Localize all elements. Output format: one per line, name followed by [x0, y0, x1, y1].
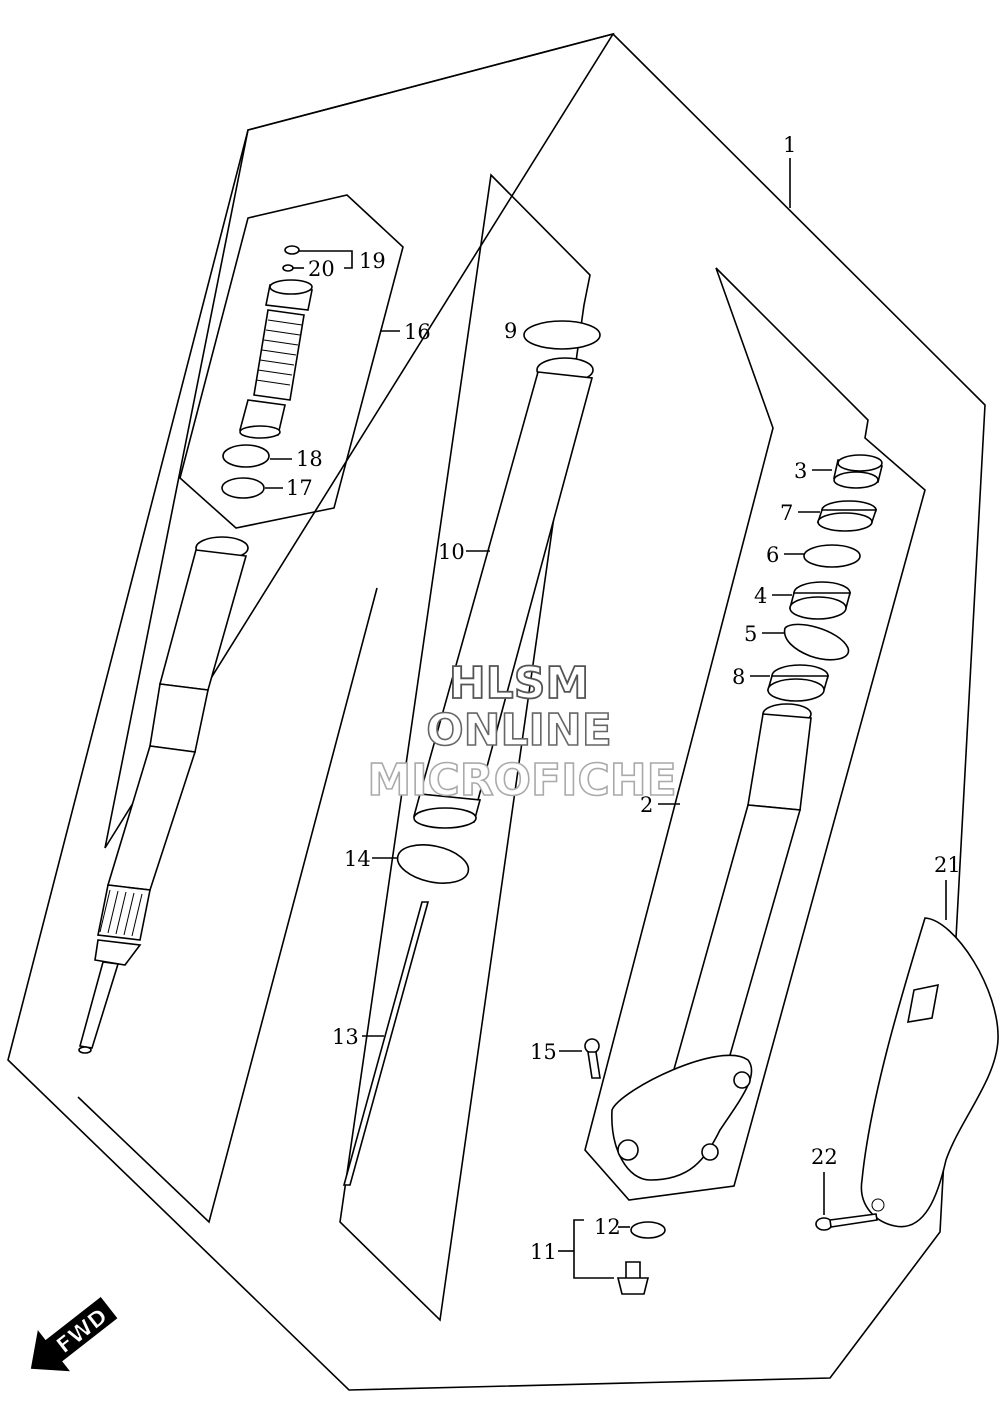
callout-5: 5: [744, 622, 757, 646]
o-ring-9: [523, 320, 601, 350]
callout-6: 6: [766, 543, 779, 567]
watermark-line-3: MICROFICHE: [367, 755, 676, 806]
callout-7: 7: [780, 501, 793, 525]
callout-1: 1: [783, 133, 796, 157]
damper-subgroup-outline: [179, 194, 404, 529]
o-ring-18: [222, 444, 270, 468]
assembly-outline: [7, 33, 986, 1391]
outer-tube-group-outline: [339, 173, 591, 1322]
callout-20: 20: [308, 257, 335, 281]
callout-13: 13: [332, 1025, 359, 1049]
callout-4: 4: [754, 584, 767, 608]
callout-16: 16: [404, 320, 431, 344]
callout-17: 17: [286, 476, 313, 500]
outer-tube: [412, 320, 601, 829]
callout-10: 10: [438, 540, 465, 564]
inner-tube: [78, 536, 249, 1054]
callout-21: 21: [934, 853, 961, 877]
damper-cartridge: [238, 245, 313, 439]
watermark-line-1: HLSM: [449, 658, 589, 709]
watermark-line-2: ONLINE: [426, 705, 612, 756]
fwd-arrow-icon: FWD: [30, 1296, 118, 1372]
lower-leg-group-outline: [584, 267, 926, 1201]
callout-3: 3: [794, 459, 807, 483]
callout-2: 2: [640, 793, 653, 817]
fork-guard-21: [860, 917, 999, 1228]
callout-11: 11: [530, 1240, 557, 1264]
callout-14: 14: [344, 847, 371, 871]
callout-9: 9: [504, 319, 517, 343]
callout-19: 19: [359, 249, 386, 273]
callout-18: 18: [296, 447, 323, 471]
o-ring-14: [396, 844, 470, 884]
callout-12: 12: [594, 1215, 621, 1239]
callout-8: 8: [732, 665, 745, 689]
callout-22: 22: [811, 1145, 838, 1169]
callout-15: 15: [530, 1040, 557, 1064]
leader-19: [298, 250, 353, 269]
cartridge-group-side: [77, 587, 378, 1224]
lower-leg-parts: [611, 454, 883, 1181]
bolt-22: [815, 1213, 878, 1231]
o-ring-12: [630, 1221, 666, 1239]
bolt-15: [584, 1038, 601, 1079]
rod-13: [342, 901, 430, 1186]
leader-11: [573, 1219, 614, 1279]
o-ring-17: [221, 477, 265, 499]
cartridge-group-outline: [104, 32, 615, 849]
valve-11: [616, 1261, 650, 1295]
